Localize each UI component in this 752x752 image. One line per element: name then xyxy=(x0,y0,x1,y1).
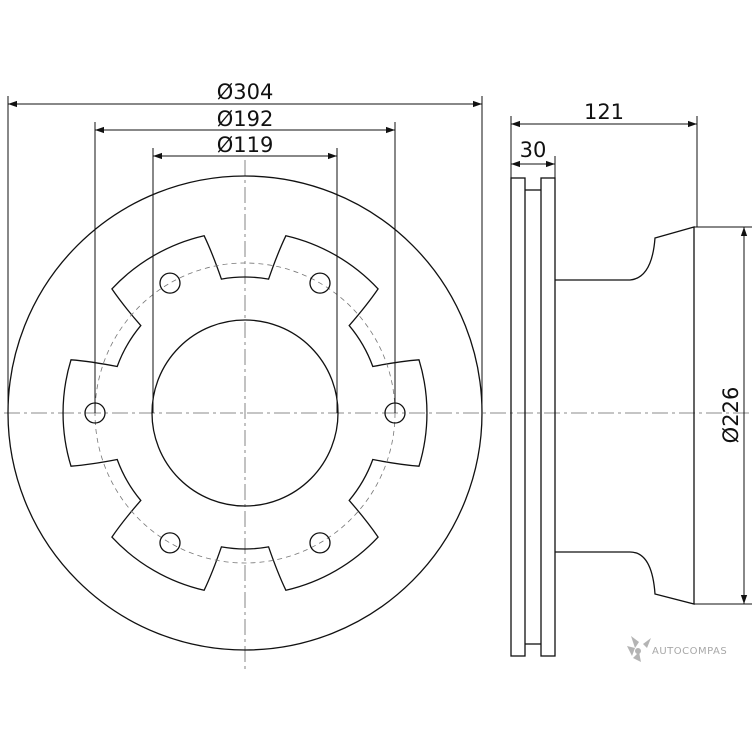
disc-thickness-label: 30 xyxy=(520,138,547,162)
bolt-circle-diameter-label: Ø192 xyxy=(217,107,274,131)
autocompas-logo: AUTOCOMPAS xyxy=(627,636,727,662)
center-bore-diameter-label: Ø119 xyxy=(217,133,274,157)
front-dimensions xyxy=(7,96,483,413)
bolt-hole xyxy=(309,272,331,294)
outer-diameter-label: Ø304 xyxy=(217,80,274,104)
center-bore xyxy=(151,319,339,507)
hub-outline xyxy=(62,234,428,592)
bolt-hole xyxy=(159,272,181,294)
logo-mark-icon xyxy=(627,636,651,662)
inner-friction-plate xyxy=(540,177,556,657)
hat-diameter-label: Ø226 xyxy=(719,387,743,444)
side-view xyxy=(510,177,695,657)
total-height-label: 121 xyxy=(584,100,624,124)
hat-profile xyxy=(555,226,695,605)
watermark-text: AUTOCOMPAS xyxy=(652,646,727,657)
bolt-hole xyxy=(309,532,331,554)
side-dimensions xyxy=(510,116,752,605)
bolt-hole xyxy=(159,532,181,554)
bolt-holes xyxy=(84,272,406,554)
outer-friction-plate xyxy=(510,177,526,657)
front-view xyxy=(4,160,752,672)
